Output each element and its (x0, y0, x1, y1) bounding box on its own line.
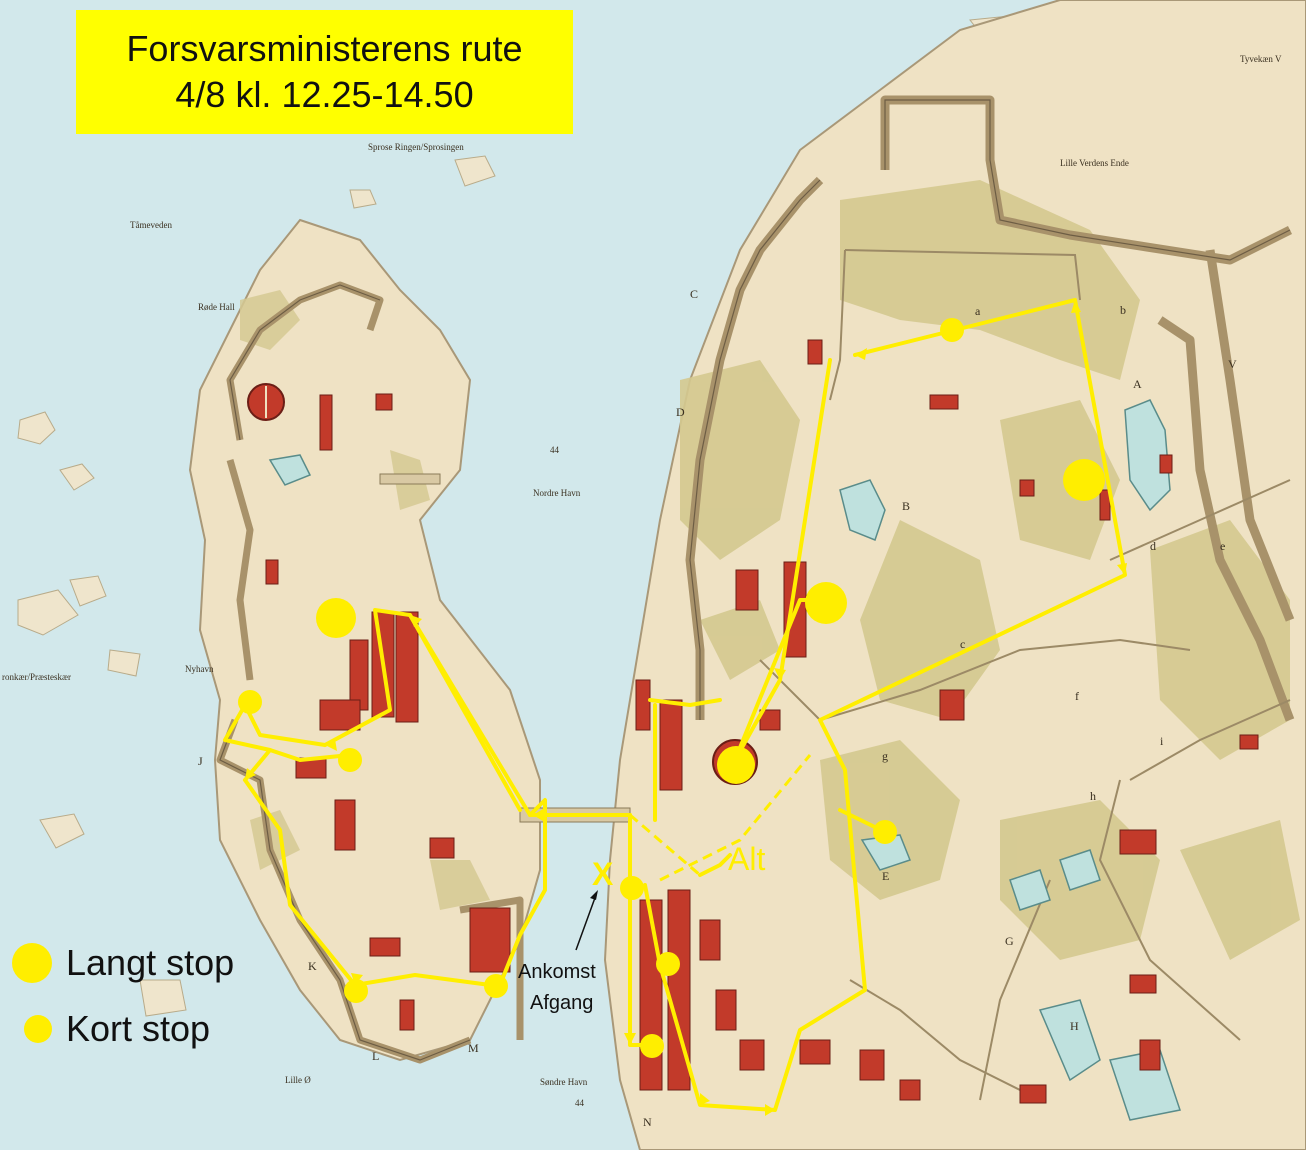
short-stop (640, 1034, 664, 1058)
alt-label: Alt (728, 841, 765, 877)
area-letter-J: J (198, 754, 203, 768)
short-stop-marker (24, 1015, 52, 1043)
long-stop (316, 598, 356, 638)
label-nyhavn: Nyhavn (185, 664, 214, 674)
area-letter-E: E (882, 869, 889, 883)
label-west-island: ronkær/Præsteskær (2, 672, 71, 682)
area-letter-c: c (960, 637, 965, 651)
short-stop (238, 690, 262, 714)
legend-short-stop: Kort stop (24, 1008, 210, 1050)
area-letter-N: N (643, 1115, 652, 1129)
short-stop (344, 979, 368, 1003)
east-vegetation (680, 180, 1300, 960)
long-stop-marker (12, 943, 52, 983)
area-letter-B: B (902, 499, 910, 513)
short-stop (940, 318, 964, 342)
area-letter-D: D (676, 405, 685, 419)
label-tornvedm: Tåmeveden (130, 220, 172, 230)
long-stop (717, 746, 755, 784)
label-depth-44b: 44 (575, 1098, 585, 1108)
short-stop (873, 820, 897, 844)
area-letter-e: e (1220, 539, 1225, 553)
ponds (268, 399, 1181, 1121)
arrival-pointer (575, 894, 597, 951)
short-stop (656, 952, 680, 976)
route-title: Forsvarsministerens rute 4/8 kl. 12.25-1… (76, 10, 573, 134)
label-sondre-havn: Søndre Havn (540, 1077, 588, 1087)
x-mark: X (592, 856, 614, 892)
label-nordre-havn: Nordre Havn (533, 488, 581, 498)
area-letter-g: g (882, 749, 888, 763)
area-letter-G: G (1005, 934, 1014, 948)
legend-short-stop-label: Kort stop (66, 1008, 211, 1049)
title-line-2: 4/8 kl. 12.25-14.50 (175, 74, 474, 115)
label-lille-verdens-ende: Lille Verdens Ende (1060, 158, 1129, 168)
legend-long-stop-label: Langt stop (66, 942, 235, 983)
east-roads (759, 249, 1291, 1101)
area-letter-L: L (372, 1049, 379, 1063)
area-letter-H: H (1070, 1019, 1079, 1033)
departure-label: Afgang (530, 992, 593, 1014)
legend-long-stop: Langt stop (12, 942, 234, 984)
area-letter-A: A (1133, 377, 1142, 391)
label-tyvekaen: Tyvekæn V (1240, 54, 1282, 64)
area-letter-i: i (1160, 734, 1164, 748)
area-letter-d: d (1150, 539, 1156, 553)
area-letter-h: h (1090, 789, 1096, 803)
area-letter-C: C (690, 287, 698, 301)
long-stop (805, 582, 847, 624)
area-letter-b: b (1120, 303, 1126, 317)
area-letter-K: K (308, 959, 317, 973)
area-letter-a: a (975, 304, 981, 318)
label-lille-o: Lille Ø (285, 1075, 311, 1085)
stops (238, 318, 1105, 1058)
long-stop (1063, 459, 1105, 501)
short-stop (338, 748, 362, 772)
short-stop (484, 974, 508, 998)
title-line-1: Forsvarsministerens rute (126, 28, 523, 69)
alt-route (629, 754, 812, 882)
label-sprose: Sprose Ringen/Sprosingen (368, 142, 464, 152)
area-letter-f: f (1075, 689, 1079, 703)
label-rode-hall: Røde Hall (198, 302, 235, 312)
label-depth-44a: 44 (550, 445, 560, 455)
arrival-label: Ankomst (518, 961, 596, 983)
area-letters: a b c d e f g h i A B C D E G H J K L M N V (198, 287, 1237, 1129)
area-letter-V: V (1228, 357, 1237, 371)
area-letter-M: M (468, 1041, 479, 1055)
short-stop (620, 876, 644, 900)
